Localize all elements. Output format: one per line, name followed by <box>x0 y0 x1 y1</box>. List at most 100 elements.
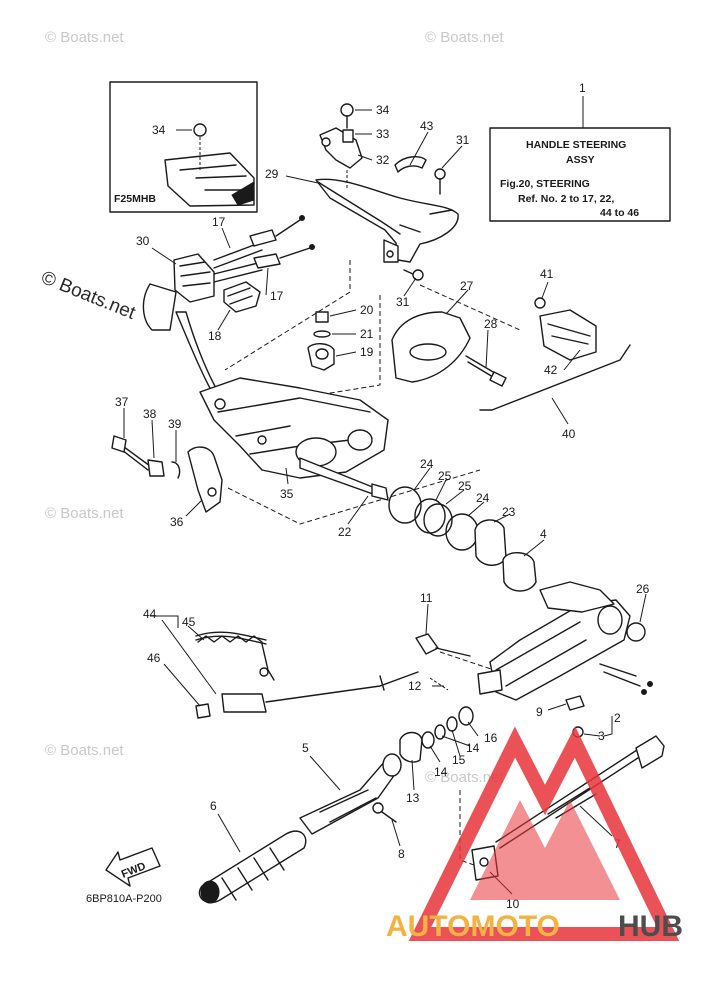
callout-1: 1 <box>579 81 586 95</box>
callout-39: 39 <box>168 417 182 431</box>
switch-44 <box>221 693 267 713</box>
callout-28: 28 <box>484 317 498 331</box>
callout-4: 4 <box>540 527 547 541</box>
bolt-20 <box>315 311 329 323</box>
parts-13-16-washers <box>399 706 474 763</box>
callout-35: 35 <box>280 487 294 501</box>
callout-32: 32 <box>376 153 390 167</box>
callout-34: 34 <box>376 103 390 117</box>
watermark-large: © Boats.net <box>38 267 139 324</box>
bracket-detail <box>317 181 453 235</box>
callout-33: 33 <box>376 127 390 141</box>
ring-24b <box>445 513 479 551</box>
callout-14: 14 <box>466 741 480 755</box>
cap-46 <box>195 703 211 719</box>
callout-41: 41 <box>540 267 554 281</box>
watermark: © Boats.net <box>425 769 504 786</box>
callout-13: 13 <box>406 791 420 805</box>
callout-40: 40 <box>562 427 576 441</box>
callout-17: 17 <box>212 215 226 229</box>
callout-18: 18 <box>208 329 222 343</box>
grommet-upper <box>173 253 215 303</box>
part-36-plate <box>187 446 223 513</box>
collar-38 <box>147 459 165 477</box>
watermark: © Boats.net <box>425 29 504 46</box>
callout-5: 5 <box>302 741 309 755</box>
part-30-grommet <box>142 253 215 331</box>
collar-26 <box>626 622 646 642</box>
callout-9: 9 <box>536 705 543 719</box>
callout-37: 37 <box>115 395 129 409</box>
callout-21: 21 <box>360 327 374 341</box>
parts-40-41-42-linkage <box>479 297 631 411</box>
callout-31: 31 <box>456 133 470 147</box>
callout-14: 14 <box>434 765 448 779</box>
callout-31: 31 <box>396 295 410 309</box>
screw-34-head <box>340 103 354 117</box>
part-31-screws <box>403 168 446 281</box>
logo-text-primary: AUTOMOTO <box>386 910 560 943</box>
parts-37-38-39 <box>111 435 181 479</box>
rod-40 <box>479 344 631 411</box>
callout-12: 12 <box>408 679 422 693</box>
washer-21 <box>313 330 331 338</box>
callout-8: 8 <box>398 847 405 861</box>
callout-30: 30 <box>136 234 150 248</box>
callout-23: 23 <box>502 505 516 519</box>
clip-41 <box>534 297 546 309</box>
callout-44: 44 <box>143 607 157 621</box>
parts-11-12 <box>415 633 471 691</box>
callout-16: 16 <box>484 731 498 745</box>
inset-screw-icon <box>193 123 207 137</box>
reference-line3: 44 to 46 <box>600 207 639 219</box>
callout-42: 42 <box>544 363 558 377</box>
bushing-13 <box>399 731 423 763</box>
reference-line2: Ref. No. 2 to 17, 22, <box>518 193 614 205</box>
ring-24a <box>388 486 422 524</box>
watermark: © Boats.net <box>45 742 124 759</box>
inset-frame <box>109 81 258 213</box>
watermark: © Boats.net <box>45 505 124 522</box>
part-35-handle-bracket <box>175 311 389 479</box>
reference-box: HANDLE STEERING ASSY Fig.20, STEERING Re… <box>489 81 671 222</box>
rings-group <box>388 486 537 592</box>
inset-f25mhb: 34 F25MHB <box>109 81 258 213</box>
parts-44-45-46-kill-switch <box>195 631 419 719</box>
callout-17: 17 <box>270 289 284 303</box>
watermark: © Boats.net <box>45 29 124 46</box>
fwd-arrow: FWD <box>105 847 161 887</box>
inset-cowl-shape <box>164 152 255 207</box>
callout-numbers: 34 33 32 43 31 29 17 30 17 18 31 27 20 2… <box>115 103 650 911</box>
cable-ends <box>599 663 641 687</box>
clip-39 <box>171 461 181 479</box>
callout-25: 25 <box>438 469 452 483</box>
plate-9 <box>565 695 585 711</box>
callout-24: 24 <box>420 457 434 471</box>
reference-title-line2: ASSY <box>566 154 595 166</box>
part-17-cables <box>213 215 315 283</box>
callout-22: 22 <box>338 525 352 539</box>
bushing-23 <box>474 519 507 566</box>
lever-11 <box>415 633 439 655</box>
callout-11: 11 <box>420 591 433 605</box>
reference-title-line1: HANDLE STEERING <box>526 139 626 151</box>
callout-45: 45 <box>182 615 196 629</box>
part-6-grip <box>198 830 307 904</box>
part-22-shaft <box>299 457 389 501</box>
callout-10: 10 <box>506 897 520 911</box>
reference-line1: Fig.20, STEERING <box>500 178 590 190</box>
inset-label: F25MHB <box>114 193 156 205</box>
inset-cowl-detail <box>179 164 253 191</box>
bushing-4 <box>502 552 537 592</box>
callout-29: 29 <box>265 167 279 181</box>
grommet-lower <box>142 283 177 331</box>
logo-text-secondary: HUB <box>618 910 683 943</box>
callout-27: 27 <box>460 279 474 293</box>
part-33-collar <box>342 129 354 143</box>
warning-triangle-icon <box>408 726 680 941</box>
cable-lower <box>213 261 263 283</box>
callout-36: 36 <box>170 515 184 529</box>
callout-43: 43 <box>420 119 434 133</box>
callout-25: 25 <box>458 479 472 493</box>
